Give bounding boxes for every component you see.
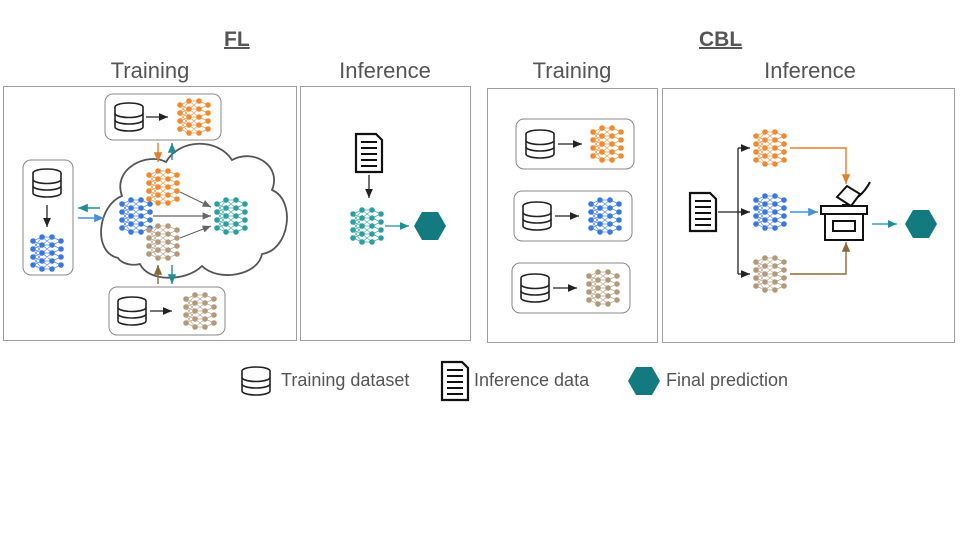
legend-inference-data: Inference data [474,370,590,390]
legend-document-icon [440,360,470,402]
arrow-brown-to-vote [790,242,851,275]
neural-network-blue-icon [753,193,787,231]
ballot-box-icon [820,181,871,241]
arrow-orange-to-vote [790,147,851,184]
cbl-inference-label: Inference [764,58,856,83]
database-icon [114,102,144,132]
fl-training-label: Training [110,58,190,83]
legend-final-prediction: Final prediction [666,370,789,390]
fanout-lines [718,144,750,278]
neural-network-orange-icon [753,129,787,167]
fl-inference-label: Inference [339,58,431,83]
database-icon [522,201,552,231]
fl-title: FL [224,28,250,51]
neural-network-brown-icon [753,255,787,293]
inference-document-icon [688,191,718,233]
database-icon [117,296,147,326]
legend-database-icon [241,366,271,396]
cbl-title: CBL [699,28,743,51]
neural-network-teal-icon [350,207,384,245]
inference-document-icon [354,132,384,174]
database-icon [520,273,550,303]
legend-hexagon-icon [628,367,660,395]
fl-inference-panel [300,86,471,341]
cbl-training-label: Training [532,58,612,83]
aggregation-arrows [153,191,212,239]
final-prediction-hexagon-icon [414,212,446,240]
database-icon [525,129,555,159]
database-icon [32,168,62,198]
legend-training-dataset: Training dataset [281,370,410,390]
final-prediction-hexagon-icon [905,210,937,238]
